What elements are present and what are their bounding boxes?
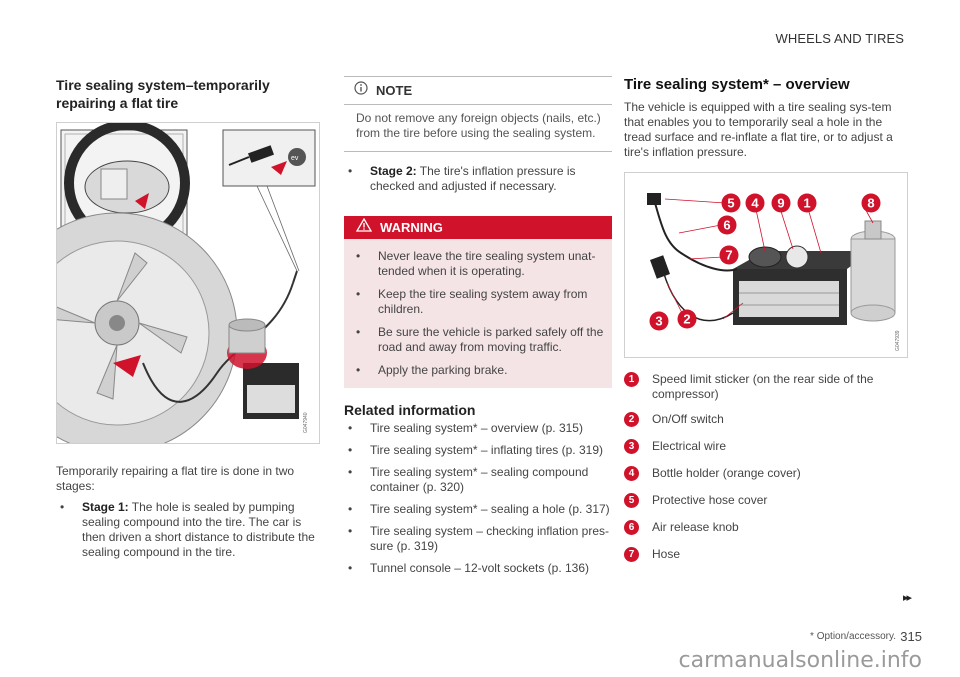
related-heading: Related information (344, 402, 476, 418)
svg-text:4: 4 (751, 196, 759, 211)
figure-code-2: G047939 (895, 330, 901, 351)
section-header: WHEELS AND TIRES (775, 31, 904, 46)
callout-7: 7 (719, 245, 739, 265)
warning-title: WARNING (380, 220, 443, 235)
callout-8: 8 (861, 193, 881, 213)
warning-item: •Apply the parking brake. (356, 363, 508, 377)
repair-heading: Tire sealing system–temporarily repairin… (56, 77, 270, 111)
related-link[interactable]: •Tire sealing system* – inflating tires … (348, 443, 603, 457)
svg-text:8: 8 (867, 196, 874, 211)
column-repair: Tire sealing system–temporarily repairin… (56, 76, 320, 560)
svg-text:9: 9 (777, 196, 784, 211)
svg-text:7: 7 (725, 248, 732, 263)
inset-label: ev (291, 155, 299, 162)
repair-intro: Temporarily repairing a flat tire is don… (56, 464, 295, 493)
related-link[interactable]: •Tire sealing system – checking inflatio… (348, 524, 609, 553)
warning-item: •Be sure the vehicle is parked safely of… (356, 325, 604, 354)
watermark: carmanualsonline.info (678, 648, 922, 673)
callout-6: 6 (717, 215, 737, 235)
option-footnote: * Option/accessory. (810, 631, 896, 642)
next-page-icon[interactable]: ▸▸ (902, 592, 912, 604)
stage1-item: • Stage 1: The hole is sealed by pumping… (60, 500, 315, 559)
sealing-kit-illustration: 5 4 9 1 8 6 7 3 2 G047939 (647, 193, 901, 351)
stage1-label: Stage 1: (82, 500, 129, 514)
svg-text:6: 6 (723, 218, 730, 233)
stage2-item: • Stage 2: The tire's inflation pressure… (348, 164, 576, 193)
callout-5: 5 (721, 193, 741, 213)
warning-triangle-icon (355, 217, 373, 237)
callout-2: 2 (677, 309, 697, 329)
callout-1: 1 (797, 193, 817, 213)
callout-3: 3 (649, 311, 669, 331)
overview-heading: Tire sealing system* – overview (624, 76, 850, 93)
column-notes: NOTE Do not remove any foreign objects (… (344, 76, 612, 576)
repair-figure: ev G047940 (56, 122, 320, 444)
related-link[interactable]: •Tire sealing system* – sealing a hole (… (348, 502, 610, 516)
repair-illustration: ev G047940 (57, 123, 316, 443)
related-link[interactable]: •Tire sealing system* – sealing compound… (348, 465, 589, 494)
related-link[interactable]: •Tire sealing system* – overview (p. 315… (348, 421, 583, 435)
related-link[interactable]: •Tunnel console – 12-volt sockets (p. 13… (348, 561, 590, 575)
info-circle-icon (354, 81, 368, 100)
warning-item: •Keep the tire sealing system away from … (356, 287, 588, 316)
note-text: Do not remove any foreign objects (nails… (356, 111, 601, 140)
warning-item: •Never leave the tire sealing system una… (356, 249, 596, 278)
svg-text:3: 3 (655, 314, 662, 329)
stage2-text: The tire's inflation pressure is checked… (370, 164, 576, 193)
svg-text:1: 1 (803, 196, 810, 211)
column-overview: Tire sealing system* – overview The vehi… (624, 76, 908, 562)
svg-text:5: 5 (727, 196, 734, 211)
note-box: NOTE Do not remove any foreign objects (… (344, 76, 612, 152)
note-title: NOTE (376, 83, 413, 98)
figure-code-1: G047940 (303, 412, 309, 433)
stage2-label: Stage 2: (370, 164, 417, 178)
page-number: 315 (900, 629, 922, 644)
warning-box: WARNING •Never leave the tire sealing sy… (344, 216, 612, 388)
callout-4: 4 (745, 193, 765, 213)
callout-9: 9 (771, 193, 791, 213)
stage1-text: The hole is sealed by pumping sealing co… (82, 500, 315, 559)
overview-figure: 5 4 9 1 8 6 7 3 2 G047939 (624, 172, 908, 358)
overview-intro: The vehicle is equipped with a tire seal… (624, 100, 893, 159)
svg-text:2: 2 (683, 312, 690, 327)
